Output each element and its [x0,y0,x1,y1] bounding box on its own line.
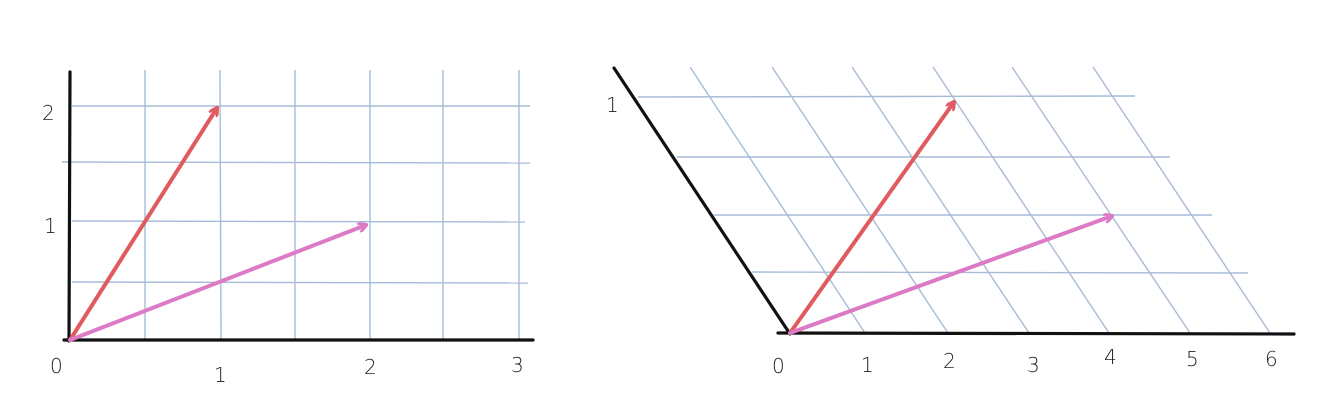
right-y-tick-1: 1 [606,93,619,117]
right-grid-slant [1011,66,1191,334]
right-vectors [788,102,1112,335]
left-y-tick-2: 2 [42,101,55,125]
left-y-axis [67,70,72,343]
left-grid-hline [71,220,526,223]
left-grid-hline [71,281,529,284]
right-grid [637,66,1271,334]
right-panel: 0 1 2 3 4 5 6 1 [606,66,1296,378]
left-grid [61,69,531,341]
right-grid-slant [689,66,866,334]
right-axes [612,66,1296,336]
left-axes [62,70,535,343]
right-x-tick-2: 2 [943,349,956,373]
right-y-axis [612,66,792,336]
right-grid-hline [637,95,1136,98]
right-grid-hline [751,271,1249,274]
right-grid-slant [771,66,949,334]
left-tick-labels: 0 1 2 3 1 2 [42,101,524,387]
right-vector-red [788,102,954,335]
left-grid-vline [219,69,222,341]
right-x-tick-3: 3 [1027,353,1040,377]
left-x-tick-1: 1 [214,363,227,387]
right-x-tick-1: 1 [861,353,874,377]
right-vector-pink [788,216,1112,335]
left-vector-pink [68,225,366,342]
right-tick-labels: 0 1 2 3 4 5 6 1 [606,93,1278,378]
left-x-tick-3: 3 [511,353,524,377]
left-vectors [68,108,366,342]
right-grid-slant [932,66,1110,334]
right-x-tick-0: 0 [772,354,785,378]
left-x-tick-0: 0 [50,354,63,378]
right-x-tick-5: 5 [1186,347,1199,371]
left-x-tick-2: 2 [364,355,377,379]
left-y-tick-1: 1 [44,214,57,238]
right-x-axis [776,331,1296,336]
left-panel: 0 1 2 3 1 2 [42,69,535,387]
right-x-tick-4: 4 [1104,345,1117,369]
left-grid-hline [61,161,531,164]
right-grid-slant [1092,66,1271,334]
right-x-tick-6: 6 [1265,347,1278,371]
left-vector-red [68,108,217,342]
right-grid-slant [851,66,1030,334]
